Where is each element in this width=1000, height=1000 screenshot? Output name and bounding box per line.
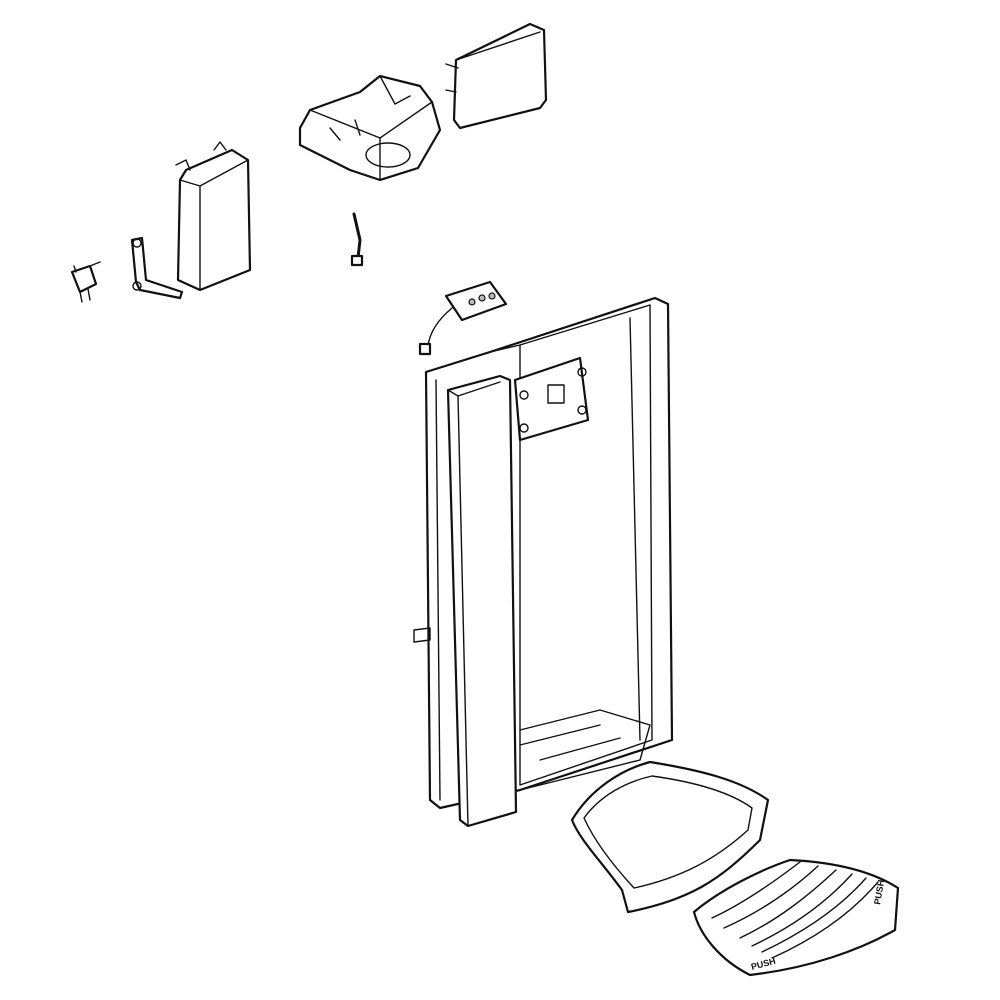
ice-chute-flap <box>175 141 252 292</box>
micro-switch <box>70 261 101 303</box>
drip-tray <box>570 760 770 914</box>
control-board <box>418 280 508 356</box>
wire-harness <box>350 212 364 267</box>
dispenser-front-panel <box>446 374 518 828</box>
chute-door-cover <box>445 22 548 130</box>
actuator-lever <box>130 236 184 300</box>
drip-tray-grille: PUSH PUSH <box>692 858 900 977</box>
grille-label-push-side: PUSH <box>872 879 886 905</box>
ice-chute-housing <box>298 74 442 182</box>
